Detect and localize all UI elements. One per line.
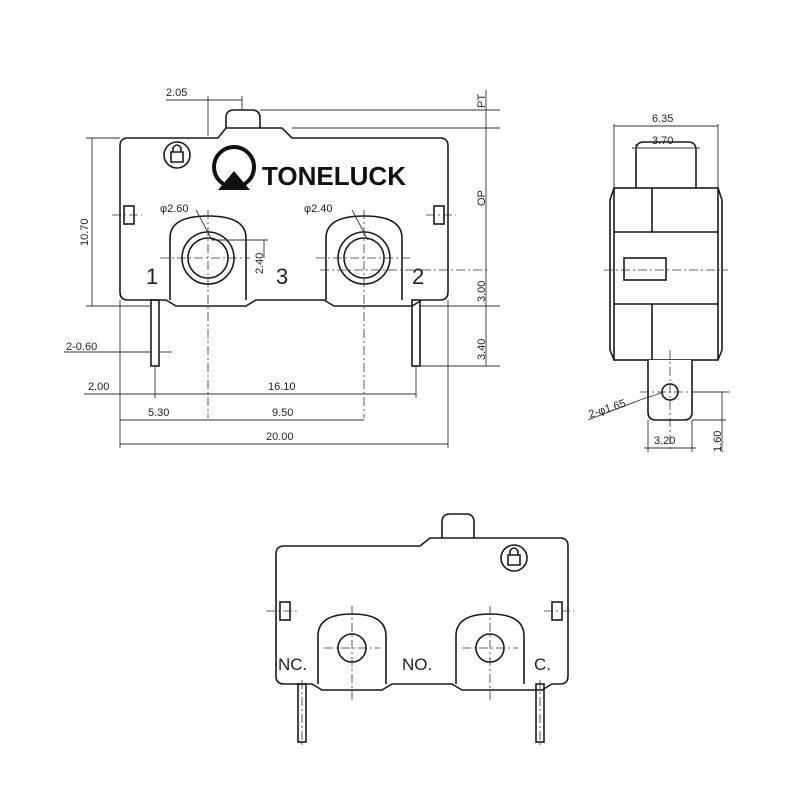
hole-pitch-dim: 9.50	[272, 407, 293, 419]
top-offset-dim: 2.05	[166, 87, 187, 99]
terminal-1-label: 1	[146, 264, 158, 289]
label-nc: NC.	[278, 655, 307, 674]
lock-icon	[163, 141, 191, 169]
terminal-2-label: 2	[412, 264, 424, 289]
actuator-width-dim: 3.70	[652, 135, 673, 147]
label-c: C.	[534, 655, 551, 674]
pt-dim: PT	[476, 94, 488, 108]
pin-left-offset-dim: 2.00	[88, 381, 109, 393]
side-hole-offset-dim: 1.60	[712, 431, 724, 452]
pin-length-dim: 3.40	[476, 339, 488, 360]
brand-name: TONELUCK	[262, 161, 406, 191]
side-view: 6.35 3.70 2-φ1.65 3.20 1.60	[587, 113, 730, 452]
hole-right-diameter: φ2.40	[304, 203, 333, 215]
side-hole-dim: 2-φ1.65	[587, 398, 627, 421]
left-hole-x-dim: 5.30	[148, 407, 169, 419]
bottom-view: NC. NO. C.	[266, 513, 574, 748]
toneluck-logo-icon	[212, 145, 256, 190]
side-tab-width-dim: 3.20	[654, 435, 675, 447]
hole-left-diameter: φ2.60	[160, 203, 189, 215]
op-dim: OP	[476, 190, 488, 206]
pin-span-dim: 16.10	[268, 381, 296, 393]
pin-width-dim: 2-0.60	[66, 341, 97, 353]
hole-to-bottom-dim: 3.00	[476, 281, 488, 302]
side-width-dim: 6.35	[652, 113, 673, 125]
height-dim: 10.70	[79, 218, 91, 246]
label-no: NO.	[402, 655, 432, 674]
length-dim: 20.00	[266, 431, 294, 443]
lock-icon-bottom	[500, 544, 528, 572]
hole-offset-dim: 2.40	[254, 253, 266, 274]
front-view: TONELUCK 1 3 2 φ2.60 φ2.40	[64, 87, 500, 448]
terminal-3-label: 3	[276, 264, 288, 289]
